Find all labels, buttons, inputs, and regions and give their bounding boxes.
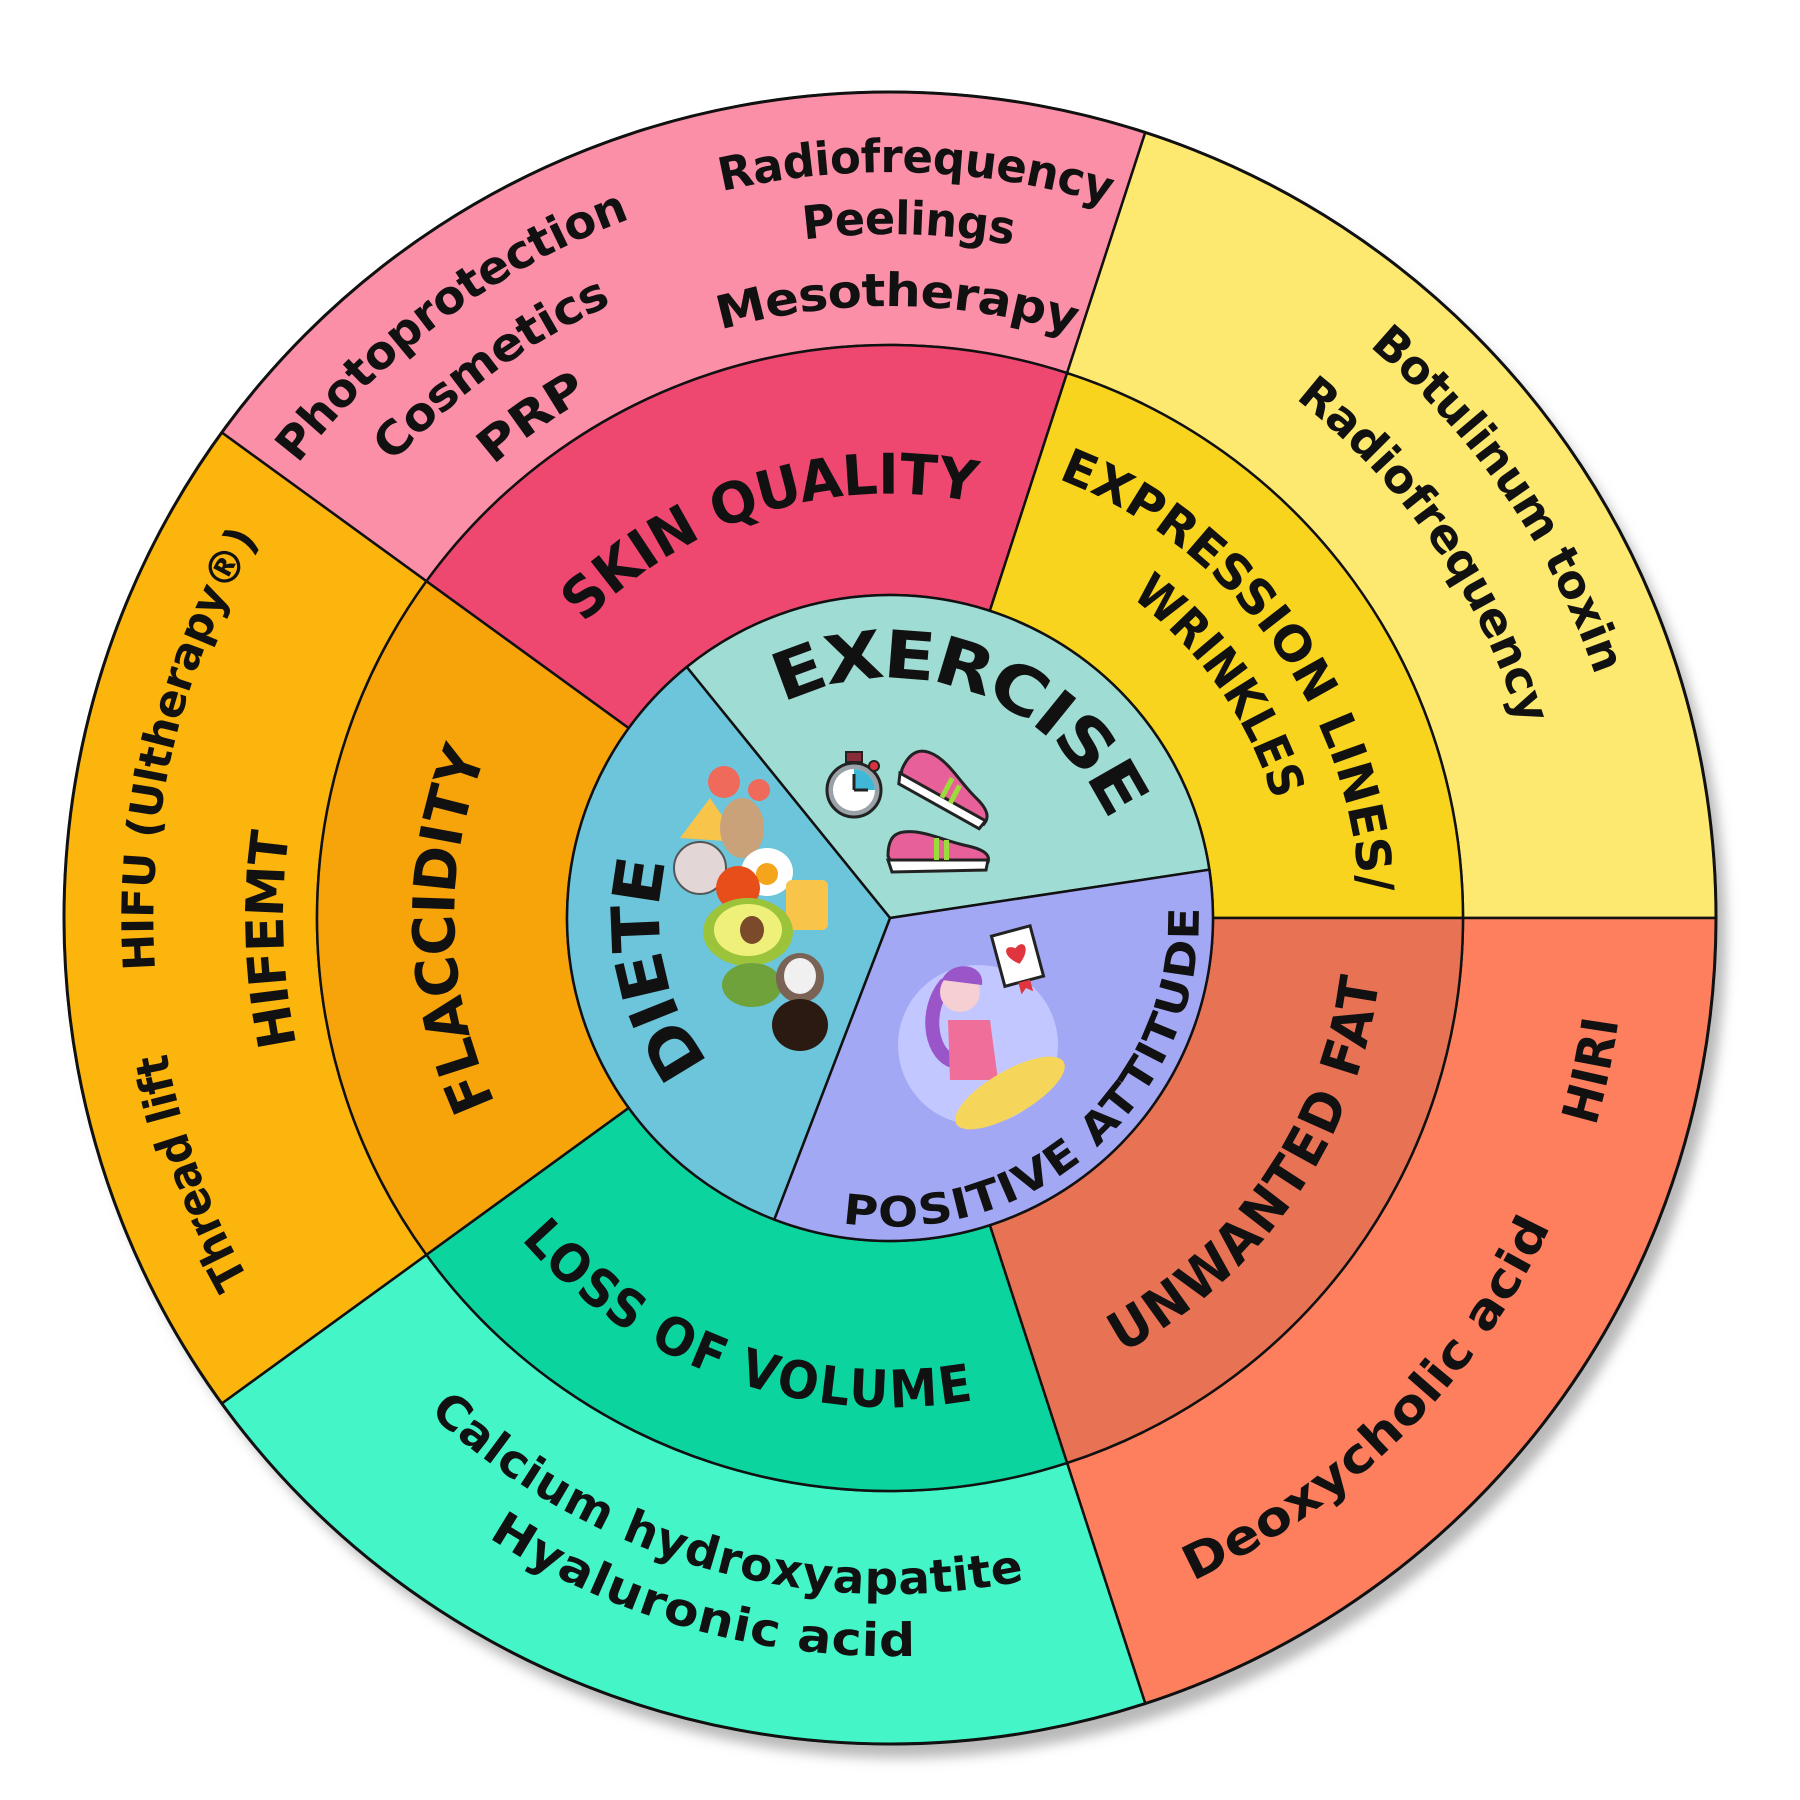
stopwatch-icon (825, 751, 883, 819)
sneakers-icon (885, 749, 990, 874)
healthy-food-icon (673, 766, 828, 1051)
wheel-sectors (62, 90, 1718, 1746)
heart-book-icon (989, 923, 1046, 995)
sector-exercise (684, 593, 1211, 920)
treatment-peelings: Peelings (799, 191, 1019, 256)
wheel-outer-rim (62, 90, 1718, 1746)
meditating-woman-icon (898, 965, 1065, 1130)
